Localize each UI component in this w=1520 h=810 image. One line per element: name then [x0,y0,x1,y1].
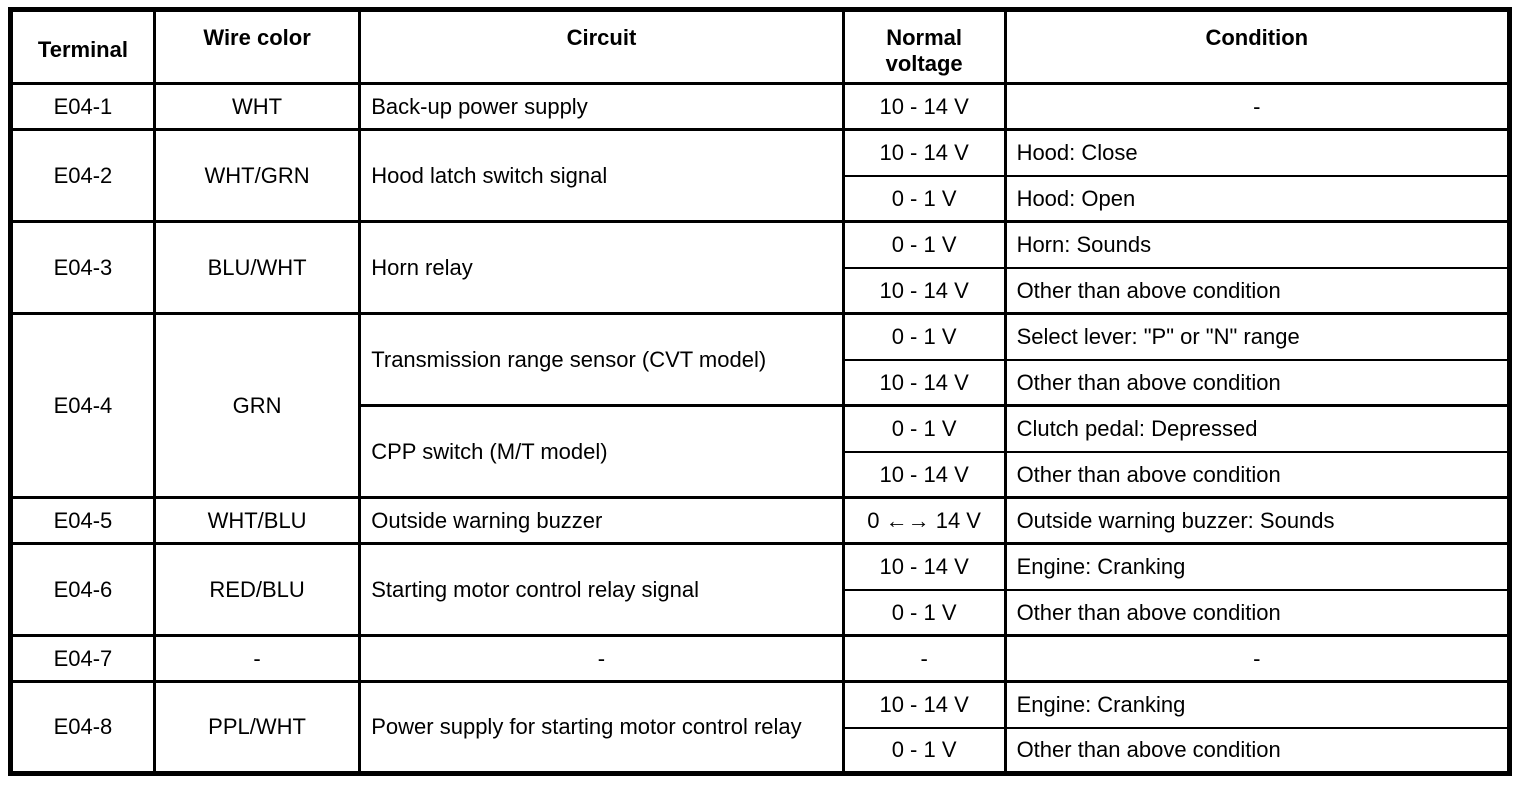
condition-cell: Other than above condition [1003,450,1512,499]
col-header-normal-voltage: Normal voltage [841,8,1007,85]
voltage-cell: 0 ←→ 14 V [841,496,1007,545]
wire-color-cell: PPL/WHT [152,680,362,775]
wire-color-cell: RED/BLU [152,542,362,637]
circuit-cell: Back-up power supply [358,82,845,131]
voltage-cell: 0 - 1 V [841,404,1007,453]
condition-cell: Hood: Close [1003,128,1512,177]
terminal-cell: E04-1 [9,82,156,131]
terminal-cell: E04-6 [9,542,156,637]
condition-cell: - [1003,634,1512,683]
terminal-cell: E04-8 [9,680,156,775]
wire-color-cell: BLU/WHT [152,220,362,315]
voltage-cell: 10 - 14 V [841,680,1007,729]
voltage-cell: 10 - 14 V [841,542,1007,591]
circuit-cell: Horn relay [358,220,845,315]
condition-cell: Other than above condition [1003,588,1512,637]
condition-cell: Engine: Cranking [1003,542,1512,591]
wire-color-cell: WHT/GRN [152,128,362,223]
terminal-cell: E04-2 [9,128,156,223]
condition-cell: Engine: Cranking [1003,680,1512,729]
condition-cell: Other than above condition [1003,358,1512,407]
terminal-cell: E04-3 [9,220,156,315]
wire-color-cell: WHT [152,82,362,131]
condition-cell: Horn: Sounds [1003,220,1512,269]
condition-cell: Other than above condition [1003,726,1512,775]
col-header-wire-color: Wire color [152,8,362,85]
terminal-voltage-table: Terminal Wire color Circuit Normal volta… [8,7,1512,776]
voltage-cell: 10 - 14 V [841,358,1007,407]
circuit-cell: - [358,634,845,683]
condition-cell: Other than above condition [1003,266,1512,315]
voltage-cell: - [841,634,1007,683]
voltage-cell: 0 - 1 V [841,174,1007,223]
voltage-cell: 10 - 14 V [841,128,1007,177]
terminal-cell: E04-4 [9,312,156,499]
voltage-cell: 10 - 14 V [841,450,1007,499]
voltage-cell: 0 - 1 V [841,220,1007,269]
wire-color-cell: GRN [152,312,362,499]
condition-cell: Clutch pedal: Depressed [1003,404,1512,453]
wire-color-cell: WHT/BLU [152,496,362,545]
col-header-circuit: Circuit [358,8,845,85]
col-header-condition: Condition [1003,8,1512,85]
voltage-cell: 0 - 1 V [841,588,1007,637]
voltage-cell: 10 - 14 V [841,266,1007,315]
terminal-cell: E04-7 [9,634,156,683]
condition-cell: Outside warning buzzer: Sounds [1003,496,1512,545]
condition-cell: Hood: Open [1003,174,1512,223]
circuit-cell: Hood latch switch signal [358,128,845,223]
condition-cell: - [1003,82,1512,131]
col-header-terminal: Terminal [9,8,156,85]
page: Terminal Wire color Circuit Normal volta… [8,7,1512,776]
voltage-cell: 10 - 14 V [841,82,1007,131]
terminal-cell: E04-5 [9,496,156,545]
voltage-cell: 0 - 1 V [841,726,1007,775]
circuit-cell: Transmission range sensor (CVT model) [358,312,845,407]
condition-cell: Select lever: "P" or "N" range [1003,312,1512,361]
wire-color-cell: - [152,634,362,683]
voltage-cell: 0 - 1 V [841,312,1007,361]
circuit-cell: CPP switch (M/T model) [358,404,845,499]
circuit-cell: Starting motor control relay signal [358,542,845,637]
circuit-cell: Outside warning buzzer [358,496,845,545]
circuit-cell: Power supply for starting motor control … [358,680,845,775]
